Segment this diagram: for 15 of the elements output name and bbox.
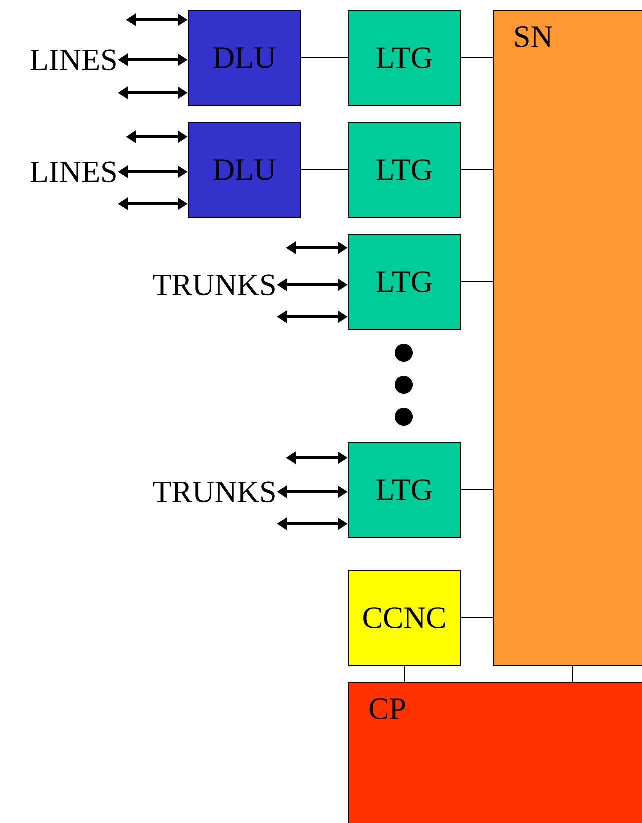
block-box: LTG [348, 442, 461, 538]
block-box: CP [348, 682, 642, 823]
block-box: SN [493, 10, 642, 666]
block-box: DLU [188, 10, 301, 106]
text-label: TRUNKS [153, 482, 275, 503]
connector-line [404, 666, 405, 682]
block-box: CCNC [348, 570, 461, 666]
text-label: LINES [30, 162, 116, 183]
text-label: LINES [30, 50, 116, 71]
block-box: LTG [348, 234, 461, 330]
connector-line [572, 666, 574, 682]
block-box: DLU [188, 122, 301, 218]
block-box: LTG [348, 122, 461, 218]
text-label: TRUNKS [153, 274, 275, 296]
block-box: LTG [348, 10, 461, 106]
